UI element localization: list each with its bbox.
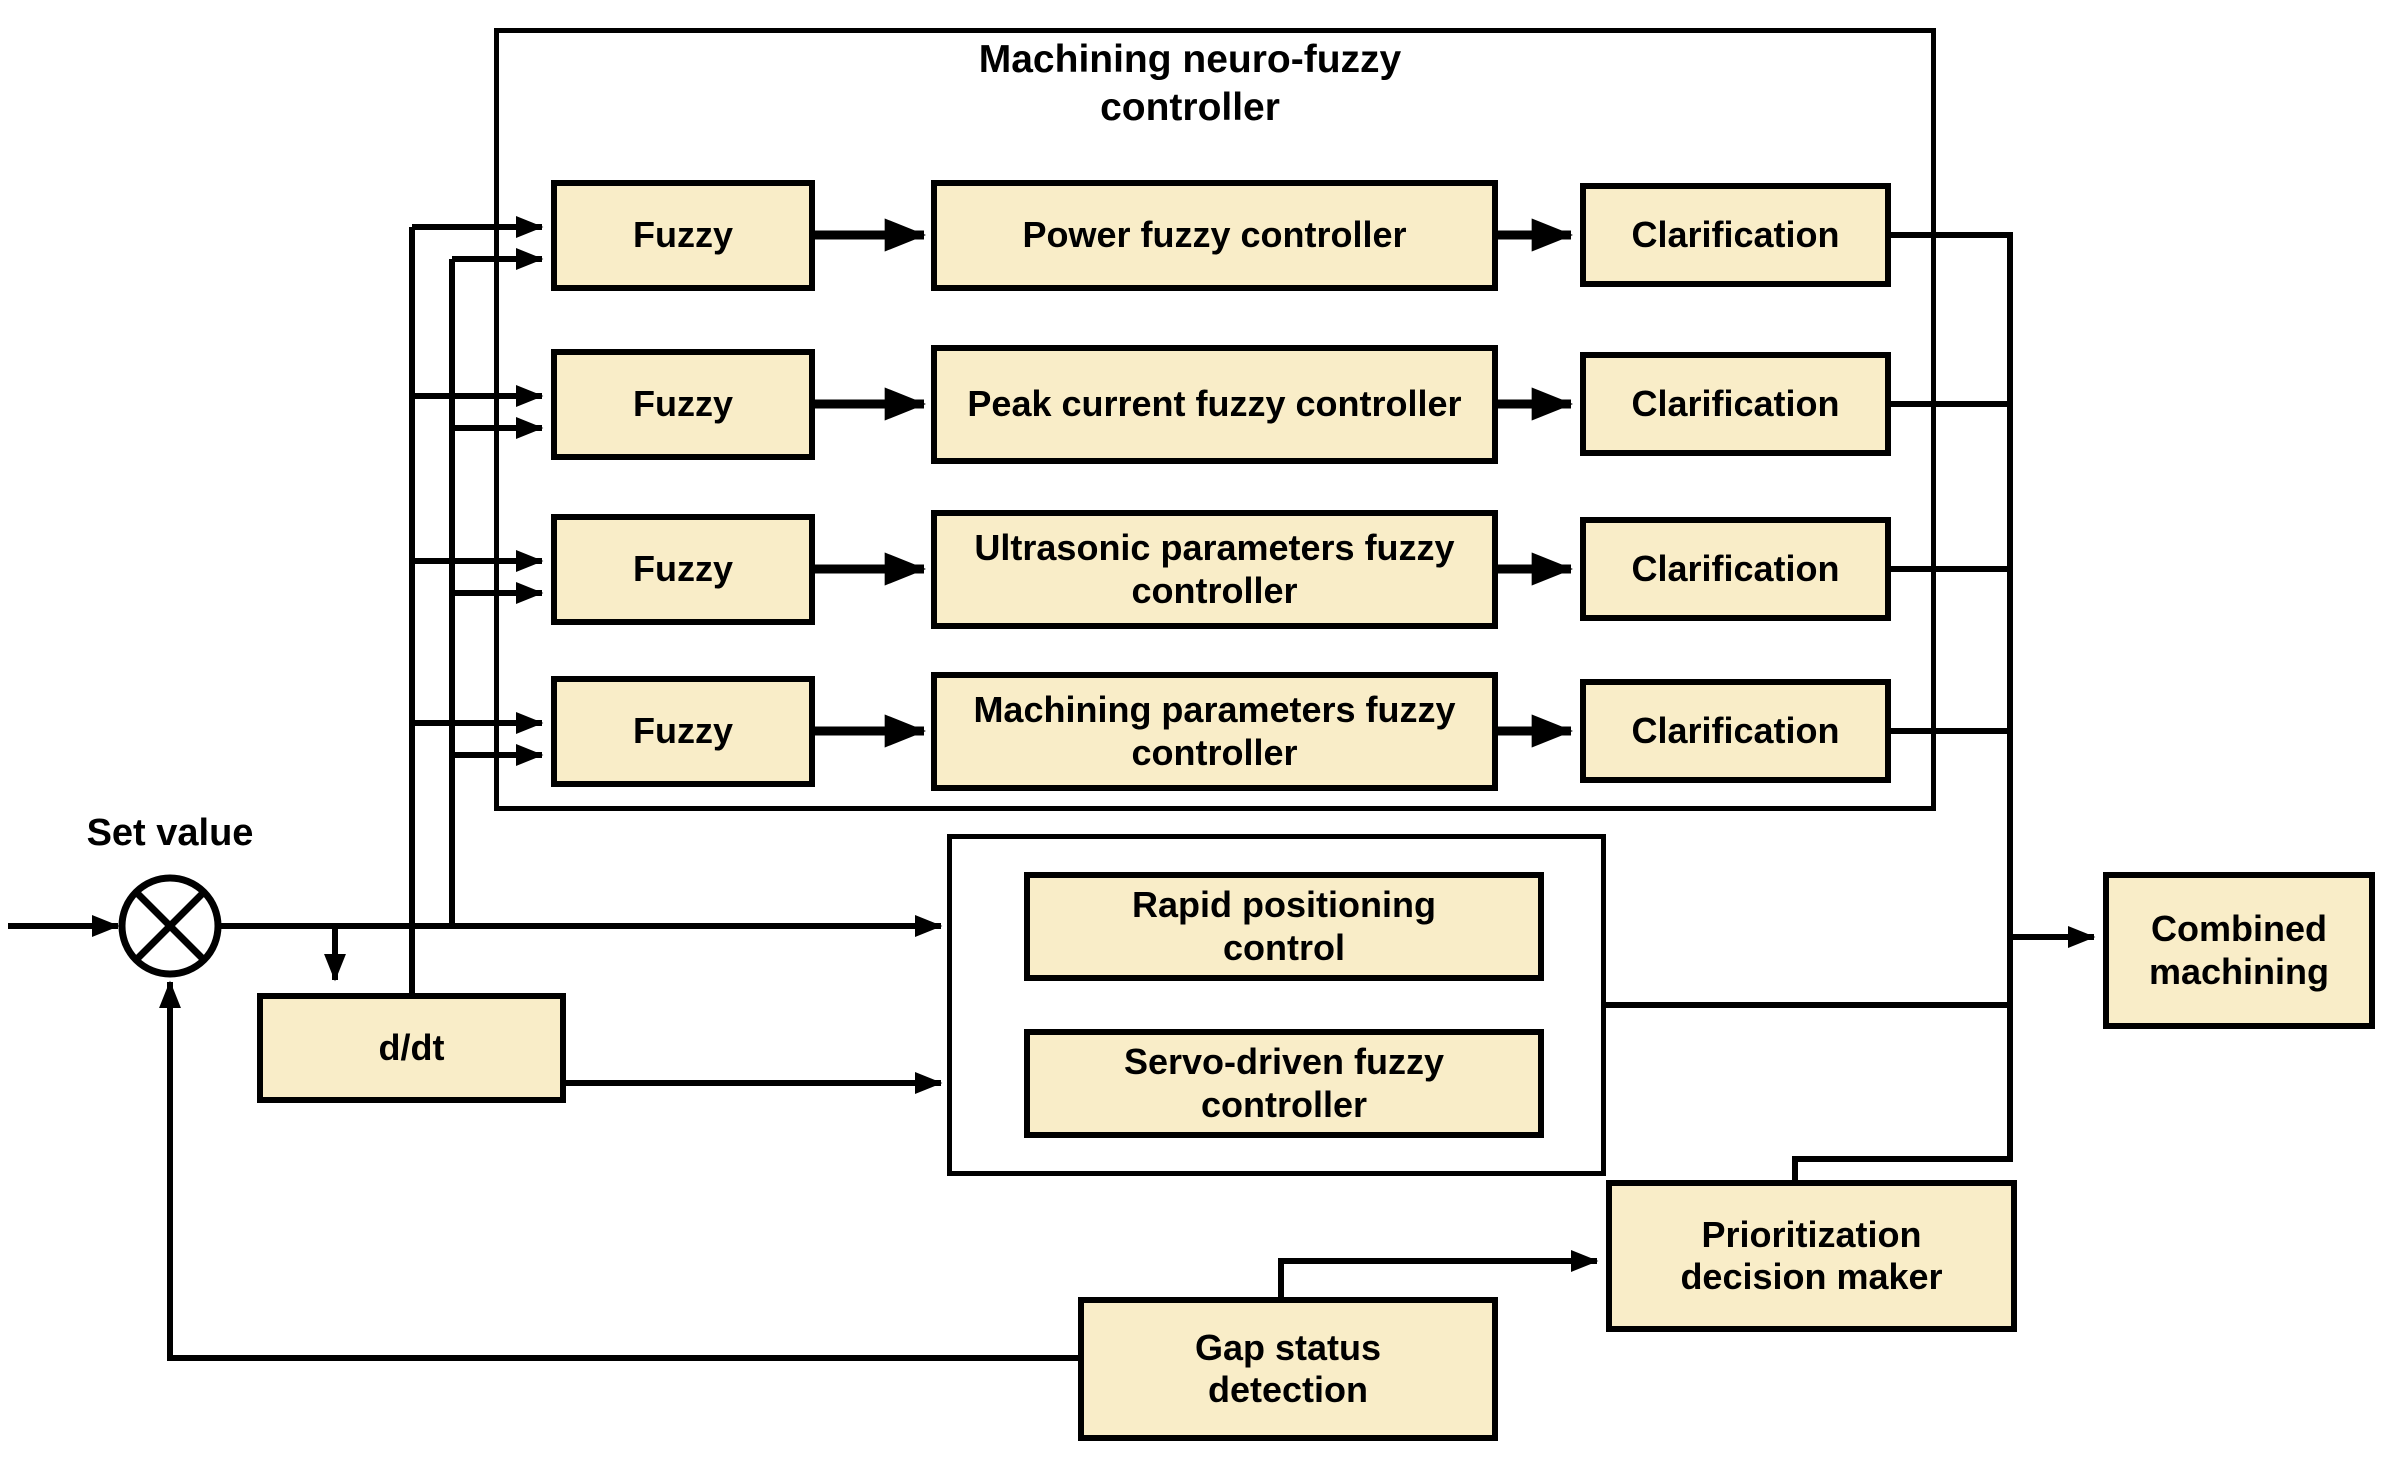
clarification-block-4: Clarification <box>1580 679 1891 783</box>
clarification-block-3: Clarification <box>1580 517 1891 621</box>
diagram-title-line2: controller <box>1100 85 1280 129</box>
fuzzy-block-4: Fuzzy <box>551 676 815 787</box>
rapid-positioning-control-block: Rapid positioning control <box>1024 872 1544 981</box>
servo-driven-fuzzy-controller-block: Servo-driven fuzzy controller <box>1024 1029 1544 1138</box>
servo-group-container <box>947 834 1606 1176</box>
gap-status-detection-block: Gap status detection <box>1078 1297 1498 1441</box>
clarification-block-1: Clarification <box>1580 183 1891 287</box>
feedback-to-junction-arrow <box>158 980 1078 1361</box>
fuzzy-block-3: Fuzzy <box>551 514 815 625</box>
summing-junction <box>118 874 222 978</box>
power-fuzzy-controller-block: Power fuzzy controller <box>931 180 1498 291</box>
set-value-label: Set value <box>86 812 254 854</box>
prioritization-decision-maker-block: Prioritization decision maker <box>1606 1180 2017 1332</box>
clarification-block-2: Clarification <box>1580 352 1891 456</box>
gap-to-prioritization-arrow <box>1278 1249 1599 1299</box>
left-signal-wires <box>8 215 943 1095</box>
fuzzy-block-2: Fuzzy <box>551 349 815 460</box>
neuro-fuzzy-controller-container <box>494 28 1936 811</box>
output-bus-wires <box>1606 232 2096 1182</box>
diagram-title: Machining neuro-fuzzy controller <box>880 36 1500 131</box>
derivative-block: d/dt <box>257 993 566 1103</box>
prioritization-output-wire <box>1792 1156 2013 1182</box>
row-arrows <box>815 218 1574 748</box>
diagram-title-line1: Machining neuro-fuzzy <box>978 38 1402 81</box>
combined-machining-block: Combined machining <box>2103 872 2375 1029</box>
fuzzy-block-1: Fuzzy <box>551 180 815 291</box>
feedback-wires <box>158 980 1599 1361</box>
peak-current-fuzzy-controller-block: Peak current fuzzy controller <box>931 345 1498 464</box>
machining-parameters-fuzzy-controller-block: Machining parameters fuzzy controller <box>931 672 1498 791</box>
summing-junction-cross-2 <box>133 889 207 963</box>
ultrasonic-parameters-fuzzy-controller-block: Ultrasonic parameters fuzzy controller <box>931 510 1498 629</box>
